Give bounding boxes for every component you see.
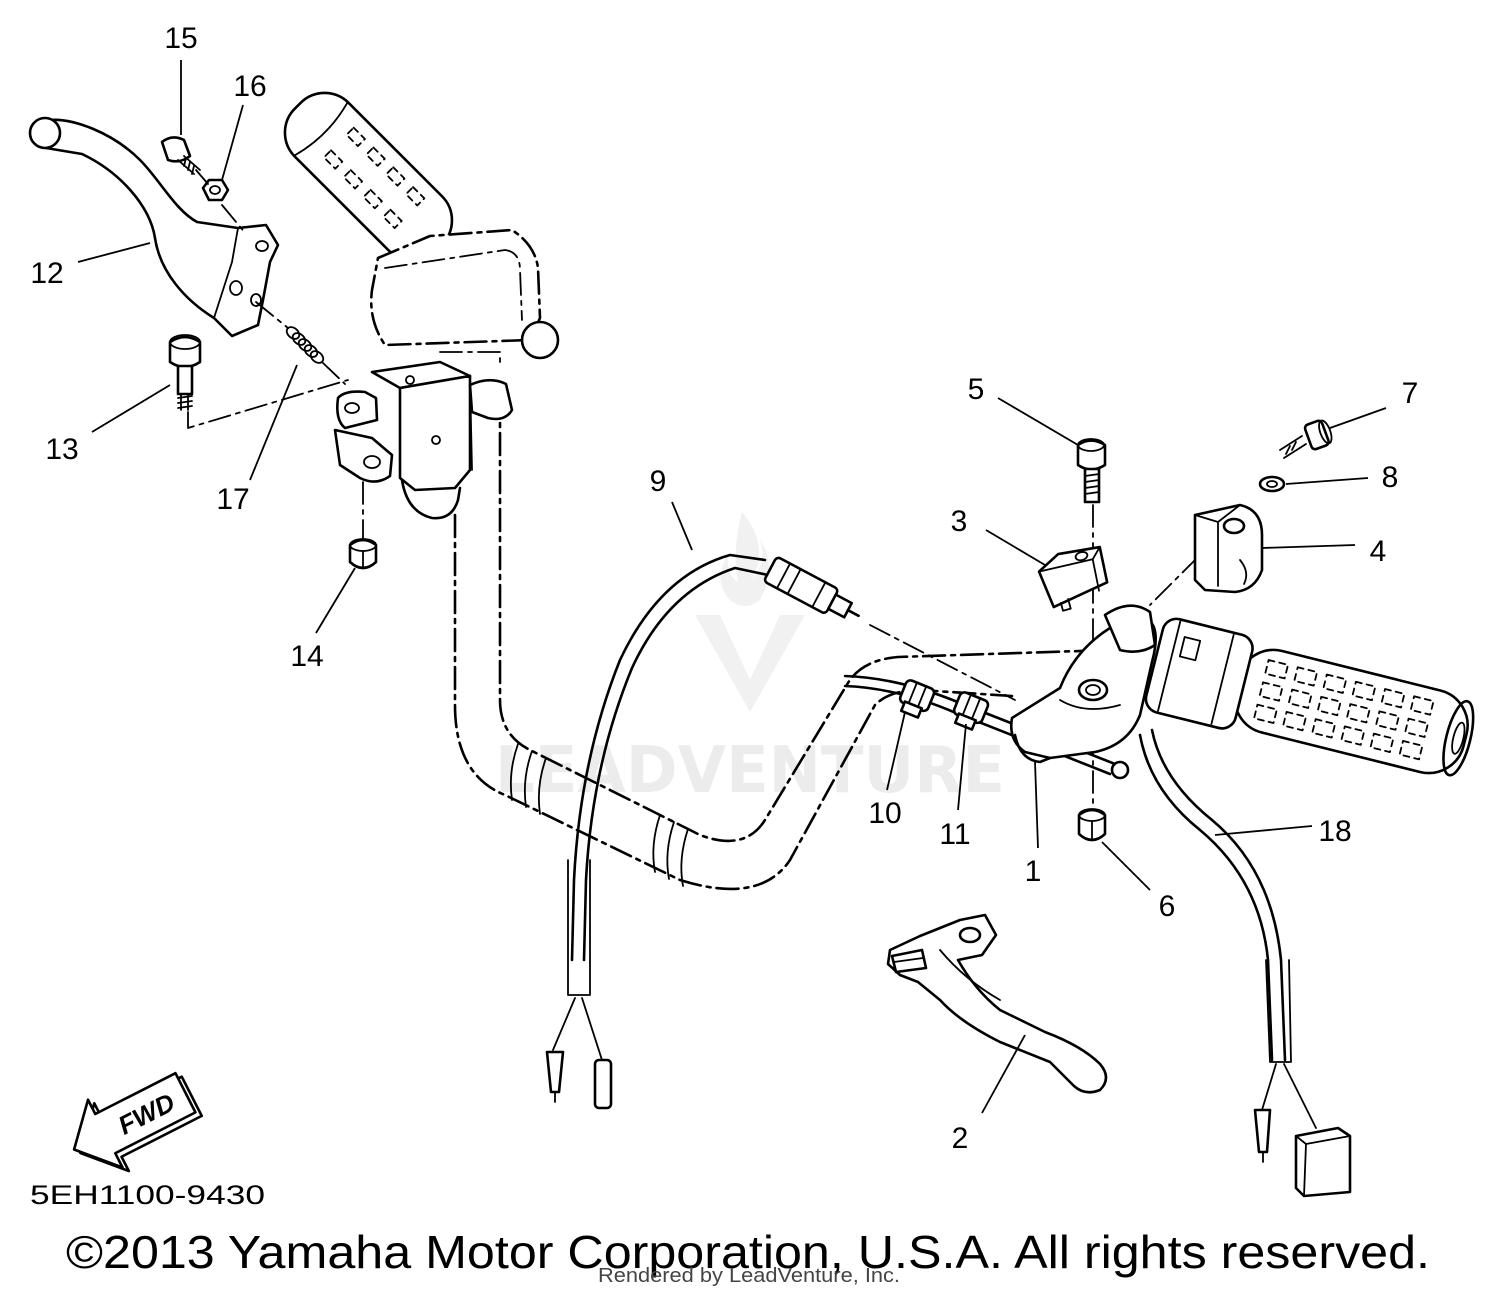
part-12-brake-lever bbox=[28, 116, 280, 338]
callout-17: 17 bbox=[216, 483, 249, 516]
watermark-flame-icon bbox=[720, 512, 769, 606]
watermark-text: LEADVENTURE bbox=[495, 734, 1005, 808]
leadventure-watermark: LEADVENTURE bbox=[495, 512, 1005, 808]
callout-9: 9 bbox=[650, 465, 667, 498]
leader-lines bbox=[77, 60, 1387, 1114]
callout-5: 5 bbox=[968, 373, 985, 406]
render-credit: Rendered by LeadVenture, Inc. bbox=[598, 1265, 900, 1287]
callout-13: 13 bbox=[45, 433, 78, 466]
part-16-nut bbox=[201, 178, 230, 202]
diagram-code: 5EH1100-9430 bbox=[30, 1180, 265, 1210]
part-17-spring bbox=[285, 326, 325, 364]
part-3-switch bbox=[1037, 545, 1109, 612]
callout-3: 3 bbox=[951, 505, 968, 538]
callout-16: 16 bbox=[233, 70, 266, 103]
part-7-screw bbox=[1279, 419, 1333, 459]
fwd-arrow-icon: FWD bbox=[72, 1071, 204, 1173]
left-assembly-lines bbox=[187, 169, 364, 539]
callouts: 1 2 3 4 5 6 7 8 9 10 11 12 13 14 15 16 1… bbox=[30, 22, 1418, 1155]
part-10-adjuster bbox=[898, 679, 936, 719]
part-13-bolt bbox=[168, 334, 202, 411]
callout-4: 4 bbox=[1370, 535, 1387, 568]
right-grip bbox=[1144, 617, 1475, 777]
part-15-bolt bbox=[160, 136, 201, 175]
callout-10: 10 bbox=[868, 797, 901, 830]
part-8-washer bbox=[1258, 475, 1286, 493]
callout-7: 7 bbox=[1402, 377, 1419, 410]
callout-14: 14 bbox=[290, 640, 323, 673]
callout-18: 18 bbox=[1318, 815, 1351, 848]
part-11-adjuster bbox=[952, 691, 990, 731]
part-5-bolt bbox=[1076, 438, 1107, 504]
handlebar bbox=[453, 393, 1112, 891]
part-18-switch-lead bbox=[1138, 728, 1352, 1198]
callout-15: 15 bbox=[164, 22, 197, 55]
part-4-cover bbox=[1193, 503, 1264, 594]
part-6-nut bbox=[1077, 808, 1107, 842]
callout-12: 12 bbox=[30, 257, 63, 290]
left-switch-housing bbox=[370, 228, 560, 369]
callout-1: 1 bbox=[1025, 855, 1042, 888]
part-2-throttle-lever bbox=[886, 913, 1108, 1094]
part-1-throttle-housing bbox=[1010, 604, 1158, 764]
left-master-cylinder bbox=[333, 360, 514, 520]
callout-2: 2 bbox=[952, 1122, 969, 1155]
part-9-switch-cable bbox=[545, 553, 860, 1110]
callout-6: 6 bbox=[1159, 890, 1176, 923]
copyright-notice: ©2013 Yamaha Motor Corporation, U.S.A. A… bbox=[66, 1226, 1430, 1278]
callout-8: 8 bbox=[1382, 461, 1399, 494]
watermark-v-icon bbox=[695, 615, 805, 712]
part-14-nut bbox=[348, 538, 378, 570]
callout-11: 11 bbox=[939, 818, 970, 851]
